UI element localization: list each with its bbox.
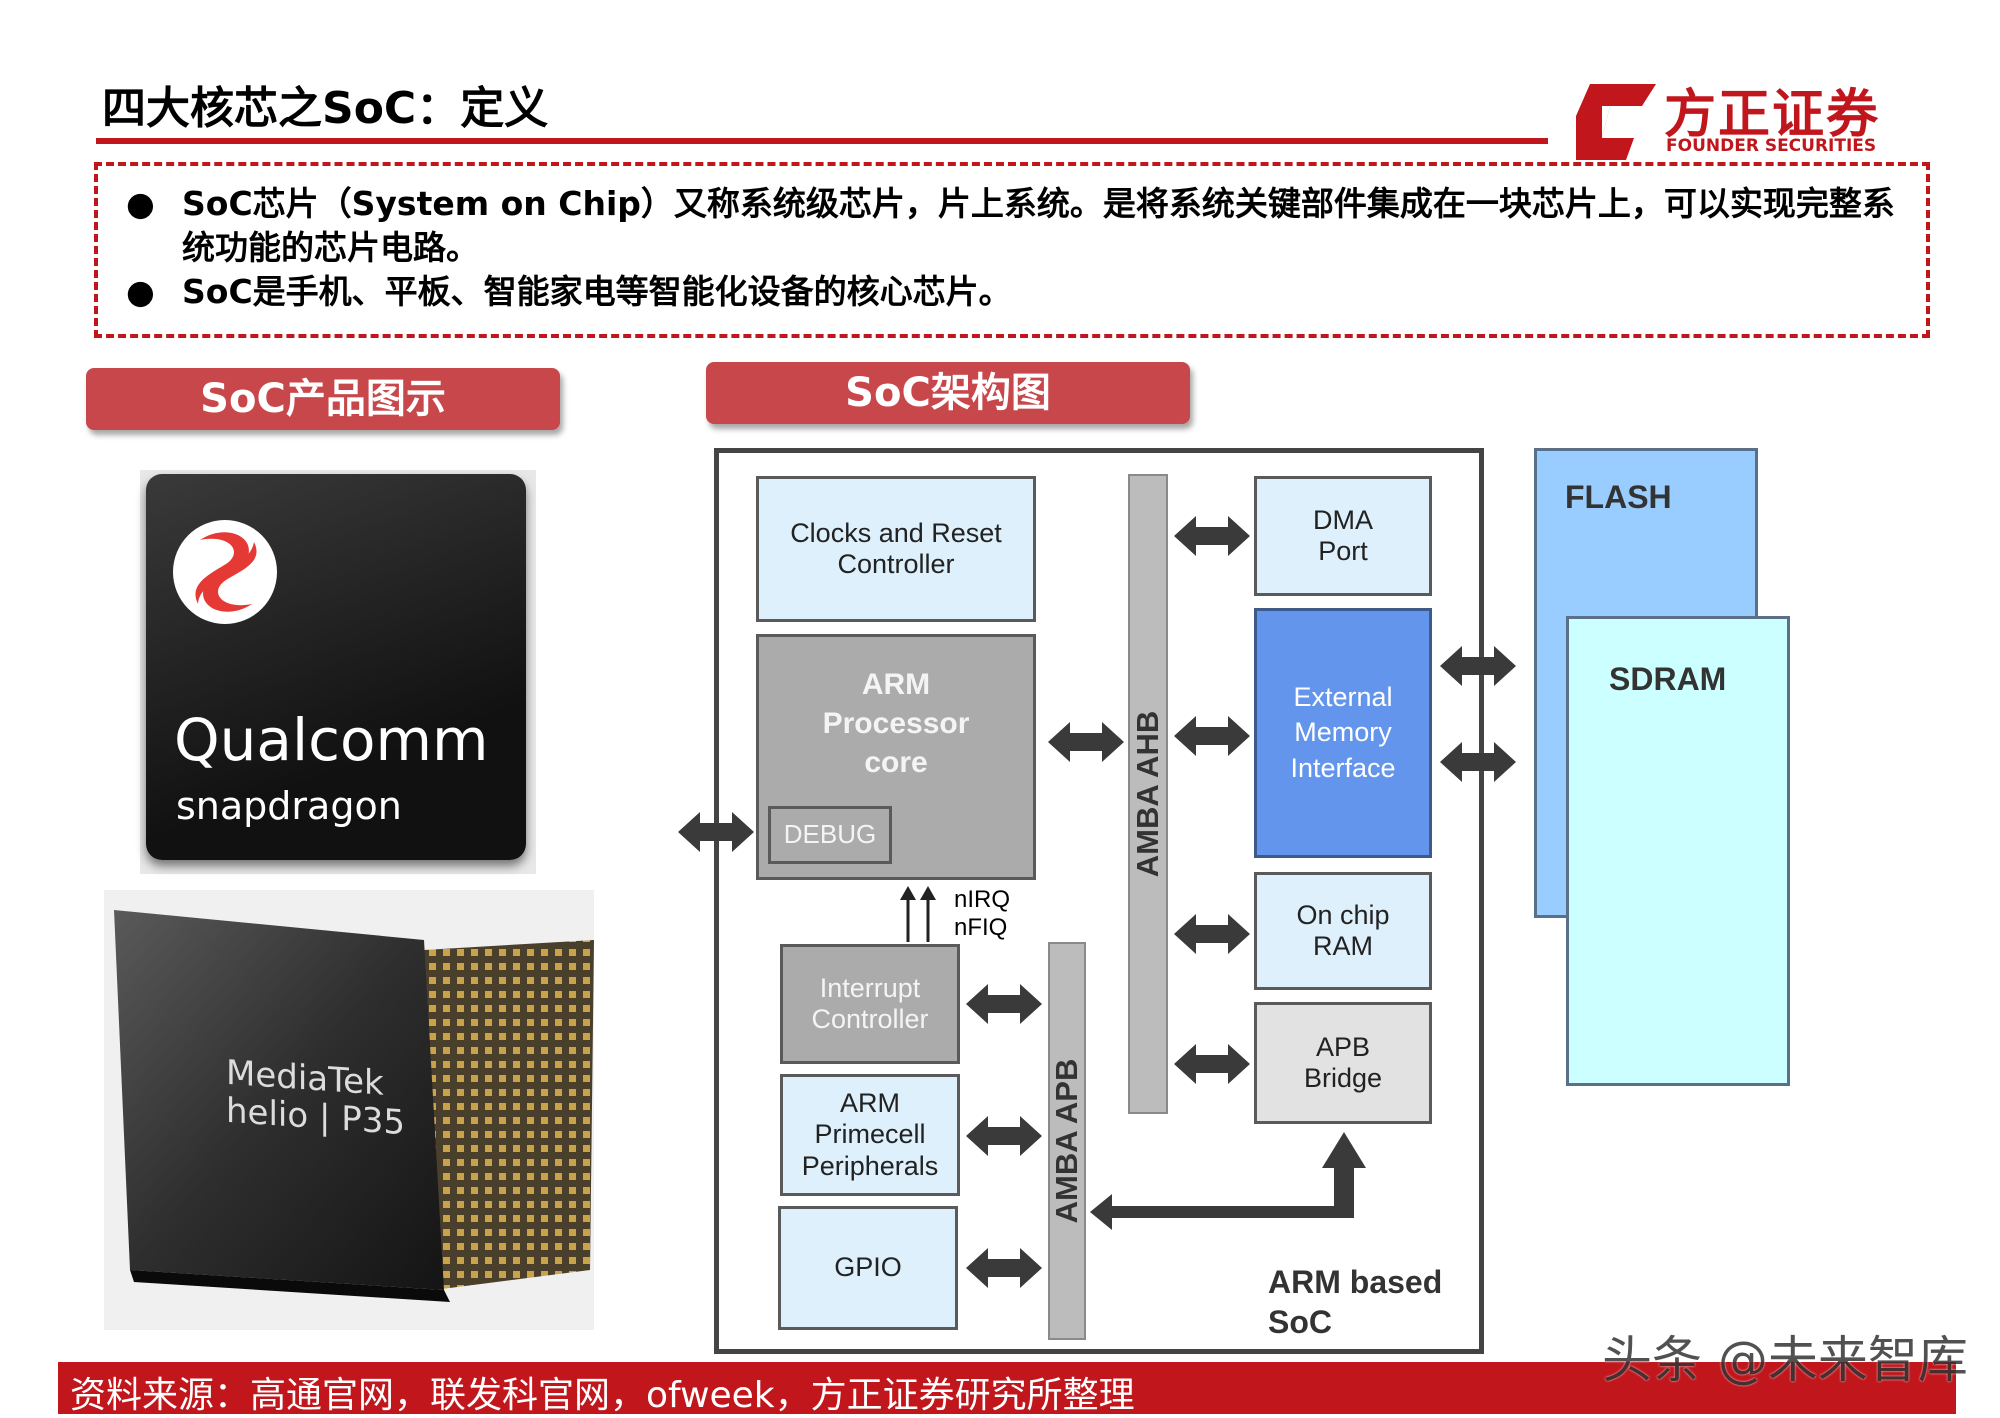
apb-gpio-arrow-icon (966, 1248, 1042, 1288)
dma-port-label: DMA Port (1313, 504, 1373, 566)
interrupt-controller-block: Interrupt Controller (780, 944, 960, 1064)
soc-caption: ARM based SoC (1268, 1264, 1443, 1340)
bullet-text: SoC芯片（System on Chip）又称系统级芯片，片上系统。是将系统关键… (182, 184, 1895, 267)
apb-interrupt-arrow-icon (966, 984, 1042, 1024)
clocks-reset-block: Clocks and Reset Controller (756, 476, 1036, 622)
section-header-architecture: SoC架构图 (706, 362, 1190, 424)
nfiq-label: nFIQ (954, 914, 1008, 941)
nirq-label: nIRQ (954, 886, 1011, 913)
arm-core-block: ARM Processor core (756, 634, 1036, 880)
debug-block: DEBUG (768, 806, 892, 864)
external-memory-interface-block: External Memory Interface (1254, 608, 1432, 858)
mediatek-chip-image: MediaTek helio | P35 (104, 890, 594, 1330)
dma-port-block: DMA Port (1254, 476, 1432, 596)
primecell-block: ARM Primecell Peripherals (780, 1074, 960, 1196)
definition-box: ● SoC芯片（System on Chip）又称系统级芯片，片上系统。是将系统… (94, 162, 1930, 338)
apb-bridge-block: APB Bridge (1254, 1002, 1432, 1124)
source-text: 资料来源：高通官网，联发科官网，ofweek，方正证券研究所整理 (70, 1375, 1135, 1416)
mediatek-wordmark: MediaTek helio | P35 (226, 1053, 405, 1144)
debug-label: DEBUG (783, 819, 877, 850)
ahb-emi-arrow-icon (1174, 716, 1250, 756)
external-bus-arrow-icon (678, 812, 754, 852)
qualcomm-wordmark: Qualcomm (174, 706, 489, 774)
qualcomm-chip-image: Qualcomm snapdragon (140, 470, 536, 874)
source-footer: 资料来源：高通官网，联发科官网，ofweek，方正证券研究所整理 (58, 1362, 1956, 1416)
irq-up-arrows-icon (900, 886, 936, 942)
ahb-dma-arrow-icon (1174, 516, 1250, 556)
gpio-block: GPIO (778, 1206, 958, 1330)
on-chip-ram-block: On chip RAM (1254, 872, 1432, 990)
founder-logo: 方正证券 FOUNDER SECURITIES (1572, 72, 1902, 164)
sdram-block: SDRAM (1566, 616, 1790, 1086)
emi-flash-arrow-icon (1440, 646, 1516, 686)
sdram-label: SDRAM (1609, 661, 1727, 697)
page-title: 四大核芯之SoC：定义 (102, 83, 549, 134)
core-ahb-arrow-icon (1048, 722, 1124, 762)
external-memory-interface-label: External Memory Interface (1290, 682, 1396, 783)
primecell-label: ARM Primecell Peripherals (801, 1088, 939, 1181)
arm-based-soc-label: ARM based SoC (1268, 1262, 1458, 1342)
connection-arrows (678, 516, 1516, 1288)
qualcomm-chip-body: Qualcomm snapdragon (146, 474, 526, 860)
bullet-dot-icon: ● (126, 184, 155, 223)
on-chip-ram-label: On chip RAM (1296, 899, 1390, 961)
logo-chinese-name: 方正证券 (1664, 85, 1881, 145)
interrupt-controller-label: Interrupt Controller (811, 972, 929, 1034)
founder-logo-icon (1576, 84, 1656, 160)
clocks-reset-label: Clocks and Reset Controller (790, 517, 1002, 579)
soc-architecture-diagram: FLASH SDRAM AMBA AHB AMBA APB Clocks and… (678, 448, 1794, 1358)
bullet-text: SoC是手机、平板、智能家电等智能化设备的核心芯片。 (182, 272, 1012, 311)
bullet-dot-icon: ● (126, 272, 155, 311)
mediatek-chip-shape (104, 890, 594, 1330)
ahb-bridge-arrow-icon (1174, 1044, 1250, 1084)
emi-sdram-arrow-icon (1440, 742, 1516, 782)
apb-primecell-arrow-icon (966, 1116, 1042, 1156)
arm-core-label: ARM Processor core (822, 668, 970, 779)
amba-apb-bus: AMBA APB (1048, 942, 1086, 1340)
ahb-ram-arrow-icon (1174, 914, 1250, 954)
gpio-label: GPIO (834, 1252, 902, 1283)
bridge-apb-arrow-icon (1090, 1132, 1366, 1230)
title-divider (96, 138, 1548, 144)
snapdragon-logo-icon (173, 520, 277, 624)
apb-bridge-label: APB Bridge (1303, 1031, 1383, 1093)
logo-english-name: FOUNDER SECURITIES (1666, 136, 1877, 156)
watermark-text: 头条 @未来智库 (1602, 1331, 1968, 1389)
flash-label: FLASH (1565, 479, 1672, 515)
section-header-products: SoC产品图示 (86, 368, 560, 430)
snapdragon-wordmark: snapdragon (176, 784, 402, 828)
amba-ahb-bus: AMBA AHB (1128, 474, 1168, 1114)
